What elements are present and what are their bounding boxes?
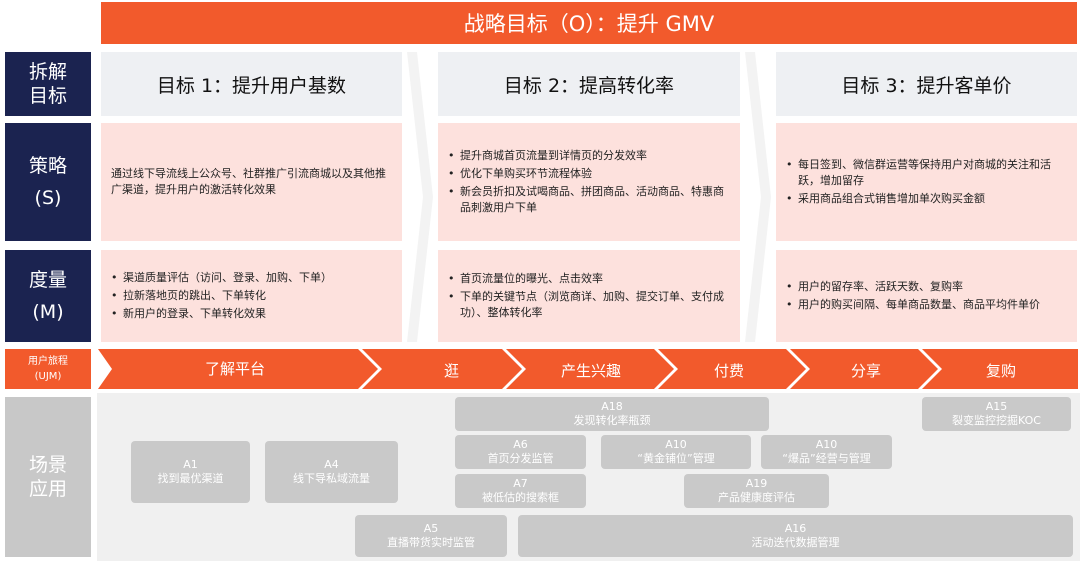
measure-item: 用户的购买间隔、每单商品数量、商品平均件单价 (786, 297, 1067, 313)
measure-item: 用户的留存率、活跃天数、复购率 (786, 279, 1067, 295)
row-label-strategy: 策略 (S) (5, 123, 91, 241)
row-label-line: 拆解 (28, 61, 67, 83)
card-label: 线下导私域流量 (293, 472, 370, 485)
user-journey-flow (98, 349, 1078, 389)
goal-3-title: 目标 3：提升客单价 (776, 52, 1077, 116)
row-label-decompose: 拆解 目标 (5, 52, 91, 116)
card-label: “爆品”经营与管理 (782, 452, 871, 465)
scene-card-a10-hot[interactable]: A10 “爆品”经营与管理 (761, 435, 892, 469)
scene-card-a4[interactable]: A4 线下导私域流量 (265, 441, 398, 503)
row-label-line: 目标 (28, 85, 67, 107)
row-label-line: 场景 (28, 454, 67, 476)
journey-stage-shape (790, 349, 938, 389)
scene-card-a19[interactable]: A19 产品健康度评估 (684, 474, 829, 508)
card-label: 产品健康度评估 (718, 491, 795, 504)
row-label-line: (S) (34, 187, 62, 209)
card-code: A10 (815, 438, 838, 451)
card-label: 首页分发监管 (487, 452, 554, 465)
card-label: 直播带货实时监管 (387, 536, 475, 549)
row-label-ujm: 用户旅程 (UJM) (5, 349, 91, 389)
journey-stage-label: 分享 (851, 362, 882, 380)
journey-stage-label: 逛 (444, 362, 460, 380)
scene-card-a6[interactable]: A6 首页分发监管 (455, 435, 586, 469)
goal-2-title: 目标 2：提高转化率 (438, 52, 740, 116)
scene-card-a7[interactable]: A7 被低估的搜索框 (455, 474, 586, 508)
journey-stage-shape (922, 349, 1078, 389)
strategy-item: 每日签到、微信群运营等保持用户对商城的关注和活跃，增加留存 (786, 157, 1067, 189)
goal-1-strategy: 通过线下导流线上公众号、社群推广引流商城以及其他推广渠道，提升用户的激活转化效果 (101, 123, 402, 241)
card-code: A7 (513, 477, 528, 490)
card-label: “黄金铺位”管理 (637, 452, 715, 465)
journey-stage-shape (98, 349, 378, 389)
row-label-scene: 场景 应用 (5, 397, 91, 557)
strategy-item: 采用商品组合式销售增加单次购买金额 (786, 191, 1067, 207)
goal-2-measure: 首页流量位的曝光、点击效率 下单的关键节点（浏览商详、加购、提交订单、支付成功）… (438, 250, 740, 342)
card-label: 找到最优渠道 (157, 472, 224, 485)
journey-stage-shape (658, 349, 806, 389)
card-code: A18 (601, 400, 623, 413)
column-separator-chevron (745, 52, 771, 342)
card-code: A19 (745, 477, 768, 490)
journey-stage-shape (362, 349, 522, 389)
card-label: 被低估的搜索框 (482, 491, 559, 504)
scene-card-a15[interactable]: A15 裂变监控挖掘KOC (922, 397, 1071, 431)
scene-card-a16[interactable]: A16 活动迭代数据管理 (518, 515, 1073, 557)
row-label-line: 用户旅程 (28, 356, 68, 367)
measure-item: 下单的关键节点（浏览商详、加购、提交订单、支付成功）、整体转化率 (448, 289, 730, 321)
row-label-measure: 度量 (M) (5, 250, 91, 342)
scene-card-a10-golden[interactable]: A10 “黄金铺位”管理 (601, 435, 751, 469)
scene-card-a1[interactable]: A1 找到最优渠道 (131, 441, 250, 503)
goal-1-measure: 渠道质量评估（访问、登录、加购、下单） 拉新落地页的跳出、下单转化 新用户的登录… (101, 250, 402, 342)
strategy-text: 通过线下导流线上公众号、社群推广引流商城以及其他推广渠道，提升用户的激活转化效果 (111, 167, 386, 196)
goal-1-title: 目标 1：提升用户基数 (101, 52, 402, 116)
journey-stage-label: 付费 (714, 362, 745, 380)
strategy-item: 新会员折扣及试喝商品、拼团商品、活动商品、特惠商品刺激用户下单 (448, 184, 730, 216)
row-label-line: 度量 (28, 269, 67, 291)
goal-2-strategy: 提升商城首页流量到详情页的分发效率 优化下单购买环节流程体验 新会员折扣及试喝商… (438, 123, 740, 241)
journey-stage-shape (506, 349, 674, 389)
card-label: 裂变监控挖掘KOC (952, 414, 1041, 427)
strategic-goal-banner: 战略目标（O）：提升 GMV (101, 2, 1077, 44)
journey-stage-label: 了解平台 (205, 360, 266, 378)
row-label-line: (M) (32, 301, 64, 323)
measure-item: 渠道质量评估（访问、登录、加购、下单） (111, 270, 392, 286)
row-label-line: 策略 (28, 155, 67, 177)
measure-item: 拉新落地页的跳出、下单转化 (111, 288, 392, 304)
row-label-line: 应用 (28, 478, 67, 500)
card-code: A16 (784, 522, 807, 535)
strategy-item: 优化下单购买环节流程体验 (448, 166, 730, 182)
strategy-item: 提升商城首页流量到详情页的分发效率 (448, 148, 730, 164)
card-code: A6 (513, 438, 528, 451)
card-code: A15 (985, 400, 1008, 413)
scene-card-a5[interactable]: A5 直播带货实时监管 (355, 515, 507, 557)
journey-stage-label: 复购 (986, 362, 1017, 380)
goal-3-strategy: 每日签到、微信群运营等保持用户对商城的关注和活跃，增加留存 采用商品组合式销售增… (776, 123, 1077, 241)
card-label: 发现转化率瓶颈 (573, 414, 651, 427)
card-code: A5 (423, 522, 439, 535)
row-label-line: (UJM) (34, 371, 62, 382)
card-code: A10 (665, 438, 687, 451)
card-code: A4 (324, 458, 339, 471)
card-code: A1 (183, 458, 198, 471)
measure-item: 首页流量位的曝光、点击效率 (448, 271, 730, 287)
scene-card-a18[interactable]: A18 发现转化率瓶颈 (455, 397, 769, 431)
journey-stage-label: 产生兴趣 (561, 362, 622, 380)
measure-item: 新用户的登录、下单转化效果 (111, 306, 392, 322)
column-separator-chevron (407, 52, 433, 342)
goal-3-measure: 用户的留存率、活跃天数、复购率 用户的购买间隔、每单商品数量、商品平均件单价 (776, 250, 1077, 342)
card-label: 活动迭代数据管理 (751, 536, 840, 549)
